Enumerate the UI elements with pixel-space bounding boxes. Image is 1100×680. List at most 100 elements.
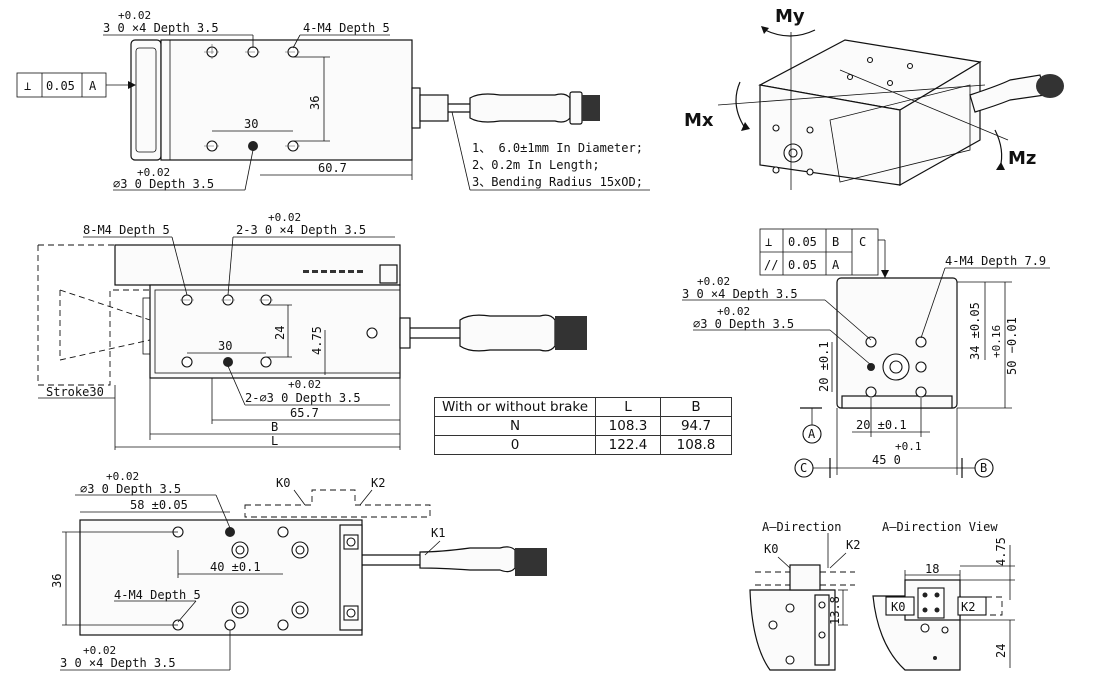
bottom-tapped-callout: 4-M4 Depth 5 <box>114 588 201 602</box>
moment-view: My Mx Mz <box>684 6 1064 190</box>
svg-text:B: B <box>832 235 839 249</box>
moment-mx: Mx <box>684 110 714 131</box>
brake-table: With or without brake L B N 108.3 94.7 0… <box>434 397 732 455</box>
carriage-upper <box>114 244 401 286</box>
detail-dim-4-75: 4.75 <box>994 537 1008 566</box>
datum-c: C <box>800 461 807 475</box>
end-hole-callout: 3 0 ×4 Depth 3.5 <box>682 287 798 301</box>
table-row: N 108.3 94.7 <box>434 416 732 436</box>
dim-B: B <box>271 420 278 434</box>
datum-a: A <box>808 427 816 441</box>
flatness-frame: ⊥ 0.05 A <box>16 72 136 98</box>
dim-65-7: 65.7 <box>290 406 319 420</box>
pin-tol-plus: +0.02 <box>137 166 170 179</box>
cable-sleeve <box>469 93 571 123</box>
svg-text:0.05: 0.05 <box>46 79 75 93</box>
side-pin-callout: 2-∅3 0 Depth 3.5 <box>245 391 361 405</box>
svg-text:A: A <box>89 79 97 93</box>
bottom-cable-sleeve <box>419 546 516 573</box>
hole-callout: 3 0 ×4 Depth 3.5 <box>103 21 219 35</box>
dim-20-v: 20 ±0.1 <box>817 341 831 392</box>
detail-a-body <box>749 589 836 671</box>
side-view: 24 30 4.75 8-M4 Depth 5 +0.02 2-3 0 ×4 D… <box>37 211 587 450</box>
detail-view-k0: K0 <box>891 600 905 614</box>
detail-view: A—Direction A—Direction View K0 K2 13.8 … <box>749 520 1015 671</box>
brake-table-header: With or without brake L B <box>434 397 732 417</box>
hole-tol-plus: +0.02 <box>118 9 151 22</box>
end-pin-tol-plus: +0.02 <box>717 305 750 318</box>
detail-k0: K0 <box>764 542 778 556</box>
dim-45-plus: +0.1 <box>895 440 922 453</box>
connector-nut <box>569 91 583 125</box>
end-tol-plus: +0.02 <box>697 275 730 288</box>
end-view: ⊥ 0.05 B C // 0.05 A +0.02 3 0 ×4 Depth … <box>682 228 1050 478</box>
iso-side-face <box>899 60 981 187</box>
svg-text:A: A <box>832 258 840 272</box>
svg-text:0.05: 0.05 <box>788 258 817 272</box>
top-holes <box>204 44 301 152</box>
cable-note-1: 1、 6.0±1mm In Diameter; <box>472 141 643 155</box>
bottom-pin-callout: ∅3 0 Depth 3.5 <box>80 482 181 496</box>
cable-note-2: 2、0.2m In Length; <box>472 158 600 172</box>
connector-thread <box>582 95 600 121</box>
end-fcf: ⊥ 0.05 B C // 0.05 A <box>759 228 889 278</box>
cell-brake: 0 <box>434 435 596 455</box>
header-B: B <box>660 397 732 417</box>
bottom-dim-36: 36 <box>50 574 64 588</box>
dim-20-h: 20 ±0.1 <box>856 418 907 432</box>
dim-36: 36 <box>308 96 322 110</box>
iso-connector <box>1036 74 1064 98</box>
bottom-hole-callout: 3 0 ×4 Depth 3.5 <box>60 656 176 670</box>
tapped-callout: 4-M4 Depth 5 <box>303 21 390 35</box>
motor-cap <box>130 39 162 161</box>
bottom-k0: K0 <box>276 476 290 490</box>
end-body <box>836 277 958 409</box>
cell-L: 122.4 <box>595 435 661 455</box>
datum-b: B <box>980 461 987 475</box>
dim-50: 50 −0.01 <box>1005 317 1019 375</box>
table-row: 0 122.4 108.8 <box>434 435 732 455</box>
stroke-ghost <box>37 245 150 386</box>
detail-view-k2: K2 <box>961 600 975 614</box>
end-pin-callout: ∅3 0 Depth 3.5 <box>693 317 794 331</box>
bottom-end-plate <box>339 524 363 631</box>
top-view: 36 30 60.7 +0.02 3 0 ×4 Depth 3.5 4-M4 D… <box>16 9 650 191</box>
side-bracket <box>379 264 398 284</box>
detail-k2: K2 <box>846 538 860 552</box>
pin-callout: ∅3 0 Depth 3.5 <box>113 177 214 191</box>
stroke-label: Stroke30 <box>46 385 104 399</box>
moment-mz: Mz <box>1008 148 1036 169</box>
bottom-k2: K2 <box>371 476 385 490</box>
moment-my: My <box>775 6 805 27</box>
side-pin-tol-plus: +0.02 <box>288 378 321 391</box>
header-brake: With or without brake <box>434 397 596 417</box>
cell-brake: N <box>434 416 596 436</box>
side-cable-sleeve <box>459 314 556 352</box>
k-ghost <box>244 489 431 518</box>
cell-L: 108.3 <box>595 416 661 436</box>
detail-a-block <box>789 564 821 591</box>
dim-4-75: 4.75 <box>310 326 324 355</box>
side-tapped-callout: 8-M4 Depth 5 <box>83 223 170 237</box>
svg-text://: // <box>764 258 778 272</box>
cell-B: 94.7 <box>660 416 732 436</box>
pin-hole <box>248 141 258 151</box>
end-block <box>411 87 421 129</box>
dim-24: 24 <box>273 326 287 340</box>
dim-30: 30 <box>244 117 258 131</box>
detail-dim-24: 24 <box>994 644 1008 658</box>
bottom-pin-tol-plus: +0.02 <box>106 470 139 483</box>
bottom-k1: K1 <box>431 526 445 540</box>
side-dim-30: 30 <box>218 339 232 353</box>
dim-50-plus: +0.16 <box>990 325 1003 358</box>
side-tol-plus: +0.02 <box>268 211 301 224</box>
end-tapped-callout: 4-M4 Depth 7.9 <box>945 254 1046 268</box>
dim-34: 34 ±0.05 <box>968 302 982 360</box>
bottom-tol-plus: +0.02 <box>83 644 116 657</box>
side-connector <box>555 316 587 350</box>
dim-40: 40 ±0.1 <box>210 560 261 574</box>
slide-body <box>160 39 413 161</box>
svg-text:⊥: ⊥ <box>24 79 31 93</box>
svg-text:⊥: ⊥ <box>765 235 772 249</box>
